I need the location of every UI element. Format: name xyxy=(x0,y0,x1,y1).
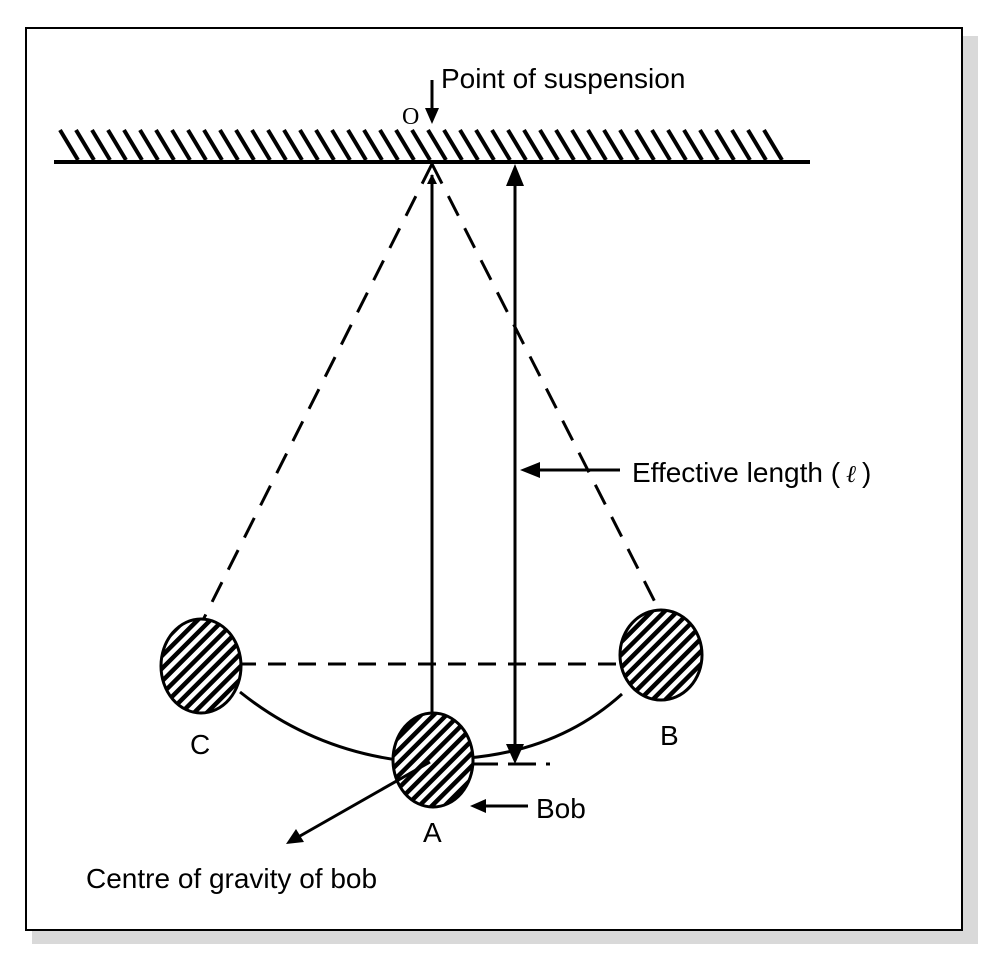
ceiling-hatch-mark xyxy=(570,128,592,162)
ceiling-hatch-mark xyxy=(346,128,368,162)
ceiling-hatch-mark xyxy=(714,128,736,162)
ceiling-hatch-mark xyxy=(458,128,480,162)
ceiling-hatch-mark xyxy=(154,128,176,162)
effective-length-arrow-bottom-head xyxy=(506,744,524,764)
ceiling-hatch-mark xyxy=(266,128,288,162)
bob-c xyxy=(159,617,243,715)
ceiling-hatch-mark xyxy=(746,128,768,162)
ceiling-hatch-mark xyxy=(74,128,96,162)
position-a-label: A xyxy=(423,817,442,848)
ceiling-hatch-mark xyxy=(298,128,320,162)
centre-of-gravity-label: Centre of gravity of bob xyxy=(86,863,377,894)
ceiling-hatch-mark xyxy=(730,128,752,162)
ceiling-hatch-mark xyxy=(554,128,576,162)
ceiling-hatch-mark xyxy=(474,128,496,162)
ceiling-hatch-mark xyxy=(186,128,208,162)
effective-length-symbol: ℓ xyxy=(846,462,856,488)
ceiling-hatch-mark xyxy=(394,128,416,162)
position-b-label: B xyxy=(660,720,679,751)
ceiling-hatch-mark xyxy=(250,128,272,162)
ceiling-hatch-mark xyxy=(170,128,192,162)
dashed-string-to-c xyxy=(201,163,434,621)
swing-arc xyxy=(239,690,624,762)
ceiling-hatch-mark xyxy=(650,128,672,162)
ceiling-hatch-mark xyxy=(426,128,448,162)
bob-a xyxy=(391,711,475,809)
ceiling-hatch-mark xyxy=(314,128,336,162)
ceiling-hatch-mark xyxy=(234,128,256,162)
ceiling-hatch-mark xyxy=(506,128,528,162)
ceiling-hatch-mark xyxy=(378,128,400,162)
ceiling-hatch-mark xyxy=(538,128,560,162)
ceiling-hatch-mark xyxy=(682,128,704,162)
position-c-label: C xyxy=(190,729,210,760)
ceiling-hatch-mark xyxy=(442,128,464,162)
effective-length-label: Effective length (ℓ) xyxy=(632,457,871,488)
dashed-string-to-b xyxy=(430,163,659,607)
ceiling-hatching xyxy=(58,128,784,162)
ceiling-hatch-mark xyxy=(138,128,160,162)
ceiling-hatch-mark xyxy=(122,128,144,162)
point-of-suspension-label: Point of suspension xyxy=(441,63,685,94)
point-o-label: O xyxy=(402,104,419,130)
bob-pointer-head xyxy=(470,799,486,813)
ceiling-hatch-mark xyxy=(490,128,512,162)
bob-label: Bob xyxy=(536,793,586,824)
ceiling-hatch-mark xyxy=(330,128,352,162)
cog-pointer-head xyxy=(286,829,304,844)
ceiling-hatch-mark xyxy=(282,128,304,162)
ceiling-hatch-mark xyxy=(202,128,224,162)
ceiling-hatch-mark xyxy=(586,128,608,162)
ceiling-hatch-mark xyxy=(762,128,784,162)
ceiling-hatch-mark xyxy=(666,128,688,162)
effective-length-pointer-head xyxy=(520,462,540,478)
ceiling-hatch-mark xyxy=(58,128,80,162)
suspension-arrowhead xyxy=(425,108,439,124)
effective-length-arrow-top-head xyxy=(506,164,524,186)
ceiling-hatch-mark xyxy=(602,128,624,162)
ceiling-hatch-mark xyxy=(106,128,128,162)
cog-pointer xyxy=(299,760,431,838)
ceiling-hatch-mark xyxy=(362,128,384,162)
ceiling-hatch-mark xyxy=(218,128,240,162)
frame-border xyxy=(25,27,963,931)
ceiling-hatch-mark xyxy=(410,128,432,162)
ceiling-hatch-mark xyxy=(698,128,720,162)
bob-b xyxy=(618,608,704,702)
ceiling-hatch-mark xyxy=(90,128,112,162)
ceiling-hatch-mark xyxy=(634,128,656,162)
ceiling-hatch-mark xyxy=(618,128,640,162)
ceiling-hatch-mark xyxy=(522,128,544,162)
